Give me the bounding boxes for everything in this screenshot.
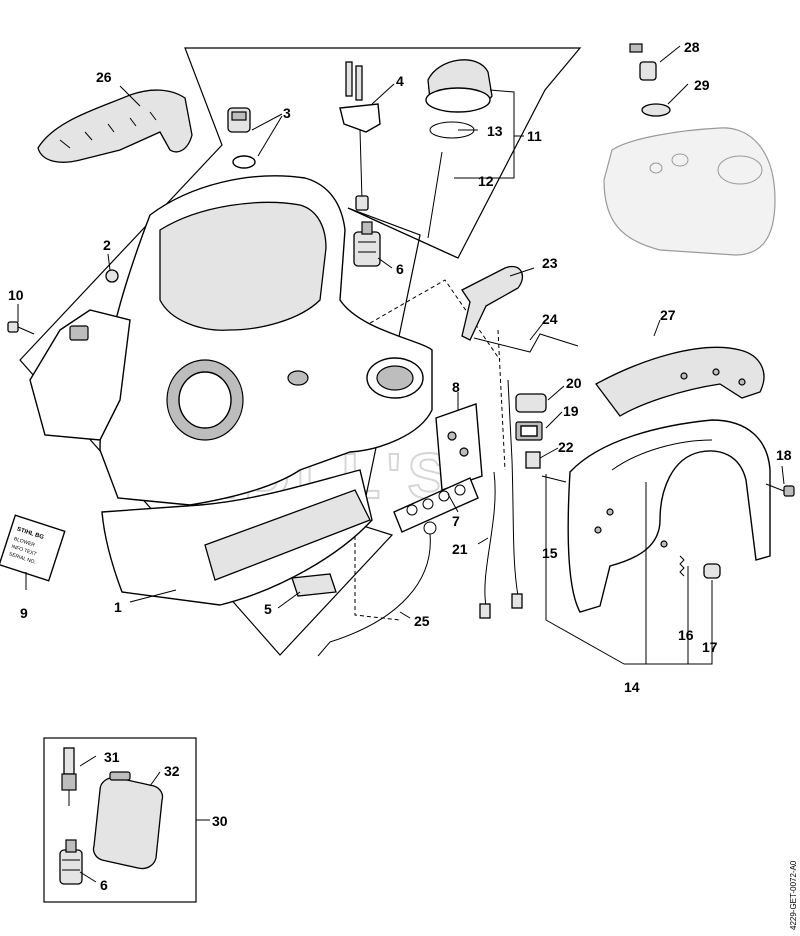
part-27-handle-top <box>595 346 765 417</box>
part-5-pad <box>291 573 337 597</box>
callout-21: 21 <box>452 541 468 557</box>
callout-6: 6 <box>396 261 404 277</box>
callout-26: 26 <box>96 69 112 85</box>
part-17-button <box>703 563 721 579</box>
part-1-housing <box>29 175 433 606</box>
callouts: 26 3 4 13 11 12 6 2 10 23 24 20 19 22 8 … <box>8 39 792 893</box>
callout-9: 9 <box>20 605 28 621</box>
callout-4: 4 <box>396 73 404 89</box>
part-14-handle <box>567 419 771 613</box>
part-32-air-filter <box>92 771 164 870</box>
assembly-outline-cap <box>347 207 459 259</box>
callout-8: 8 <box>452 379 460 395</box>
part-16-spring <box>679 555 685 577</box>
callout-5: 5 <box>264 601 272 617</box>
part-28-vent <box>629 43 657 81</box>
part-23-trigger <box>461 265 523 341</box>
part-31-spark-plug <box>61 747 77 806</box>
part-21-wire <box>479 471 496 619</box>
part-11-fuel-cap <box>425 59 493 239</box>
callout-25: 25 <box>414 613 430 629</box>
callout-18: 18 <box>776 447 792 463</box>
callout-7: 7 <box>452 513 460 529</box>
callout-20: 20 <box>566 375 582 391</box>
dashed-connector <box>497 329 506 471</box>
callout-19: 19 <box>563 403 579 419</box>
callout-14: 14 <box>624 679 640 695</box>
part-3-valve <box>227 107 256 169</box>
callout-23: 23 <box>542 255 558 271</box>
callout-22: 22 <box>558 439 574 455</box>
part-18-screw <box>765 483 795 497</box>
part-10-screw <box>7 321 35 335</box>
part-7-label <box>393 477 479 533</box>
callout-12: 12 <box>478 173 494 189</box>
callout-3: 3 <box>283 105 291 121</box>
part-25-ground-wire <box>317 521 437 657</box>
callout-27: 27 <box>660 307 676 323</box>
part-26-handle-cover <box>37 89 193 163</box>
callout-15: 15 <box>542 545 558 561</box>
callout-32: 32 <box>164 763 180 779</box>
callout-28: 28 <box>684 39 700 55</box>
callout-2: 2 <box>103 237 111 253</box>
callout-24: 24 <box>542 311 558 327</box>
part-8-label <box>435 403 483 491</box>
part-29-grommet <box>641 103 671 117</box>
dashed-connector <box>357 279 501 361</box>
part-4-fuel-pickup <box>339 61 381 211</box>
callout-16: 16 <box>678 627 694 643</box>
part-9-rating-plate: STIHL BG BLOWER INFO TEXT SERIAL NO. <box>0 514 66 582</box>
callout-30: 30 <box>212 813 228 829</box>
callout-13: 13 <box>487 123 503 139</box>
fuel-tank-reference <box>603 127 776 256</box>
part-6-fuel-filter <box>353 221 381 267</box>
part-19-switch <box>515 421 543 441</box>
leader-lines <box>17 45 785 883</box>
reference-code: 4229-GET-0072-A0 <box>789 860 798 930</box>
callout-31: 31 <box>104 749 120 765</box>
part-20-cap <box>515 393 547 413</box>
callout-6-kit: 6 <box>100 877 108 893</box>
callout-17: 17 <box>702 639 718 655</box>
part-22-wire <box>507 379 541 609</box>
callout-1: 1 <box>114 599 122 615</box>
part-6b-fuel-filter <box>59 839 83 885</box>
part-24-throttle-rod <box>473 333 579 353</box>
part-2-nut <box>105 269 119 283</box>
callout-10: 10 <box>8 287 24 303</box>
callout-29: 29 <box>694 77 710 93</box>
callout-11: 11 <box>527 128 542 144</box>
